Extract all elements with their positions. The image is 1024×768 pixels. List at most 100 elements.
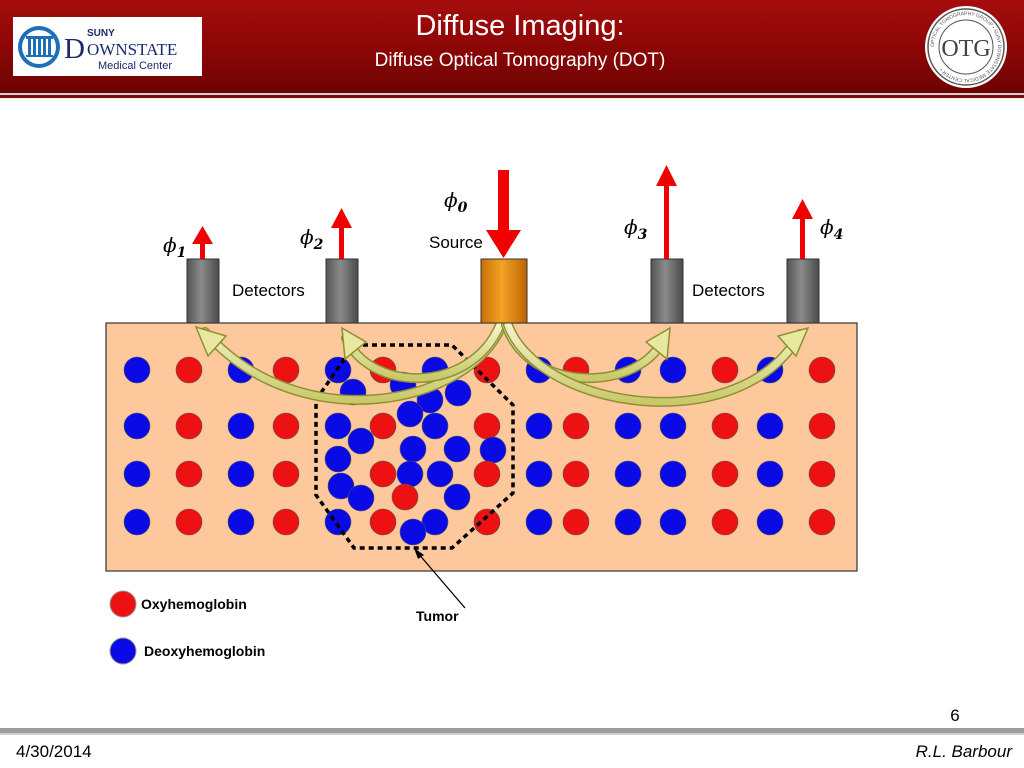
svg-text:SUNY: SUNY — [87, 28, 115, 39]
detector-4 — [786, 258, 820, 324]
path-head-detector-4 — [776, 326, 810, 358]
deoxyhemoglobin-dot — [426, 460, 454, 488]
suny-logo-mark: SUNY D OWNSTATE Medical Center — [18, 26, 177, 72]
deoxyhemoglobin-dot — [227, 460, 255, 488]
path-head-detector-1 — [194, 325, 228, 358]
deoxyhemoglobin-dot — [614, 412, 642, 440]
svg-text:Medical Center: Medical Center — [98, 60, 172, 72]
tumor-label: Tumor — [416, 608, 459, 624]
oxyhemoglobin-dot — [272, 460, 300, 488]
oxyhemoglobin-dot — [473, 460, 501, 488]
source-label: Source — [429, 233, 483, 252]
detectors-label-left: Detectors — [232, 281, 305, 300]
oxyhemoglobin-dot — [369, 460, 397, 488]
phi-4-label: ϕ4 — [820, 215, 843, 243]
otg-logo: OPTICAL TOMOGRAPHY GROUP • SUNY DOWNSTAT… — [924, 5, 1008, 89]
deoxyhemoglobin-dot — [659, 356, 687, 384]
deoxyhemoglobin-dot — [227, 412, 255, 440]
oxyhemoglobin-dot — [175, 460, 203, 488]
deoxyhemoglobin-dot — [756, 508, 784, 536]
tumor-pointer — [416, 551, 466, 609]
deoxyhemoglobin-dot — [324, 445, 352, 473]
detector-arrow-2 — [331, 208, 352, 259]
hemoglobin-molecules — [123, 356, 836, 546]
light-paths — [194, 320, 810, 407]
deoxyhemoglobin-dot — [123, 460, 151, 488]
detectors-label-right: Detectors — [692, 281, 765, 300]
oxyhemoglobin-dot — [473, 356, 501, 384]
deoxyhemoglobin-dot — [659, 412, 687, 440]
path-head-detector-2 — [341, 326, 368, 361]
phi-2-label: ϕ2 — [300, 225, 324, 253]
oxyhemoglobin-dot — [272, 412, 300, 440]
deoxyhemoglobin-dot — [227, 508, 255, 536]
detector-arrow-4 — [792, 199, 813, 259]
svg-text:OWNSTATE: OWNSTATE — [87, 40, 177, 59]
detector-arrow-1 — [192, 226, 213, 259]
oxyhemoglobin-dot — [473, 508, 501, 536]
deoxyhemoglobin-dot — [123, 356, 151, 384]
deoxyhemoglobin-dot — [659, 460, 687, 488]
tumor-pointer-head — [414, 548, 424, 559]
deoxyhemoglobin-dot — [525, 412, 553, 440]
deoxyhemoglobin-dot — [347, 484, 375, 512]
deoxyhemoglobin-dot — [399, 435, 427, 463]
footer-divider-light — [0, 733, 1024, 735]
deoxyhemoglobin-dot — [756, 412, 784, 440]
deoxyhemoglobin-dot — [123, 412, 151, 440]
deoxyhemoglobin-dot — [421, 412, 449, 440]
deoxyhemoglobin-dot — [123, 508, 151, 536]
phi-0-label: ϕ0 — [444, 188, 468, 216]
oxyhemoglobin-dot — [562, 412, 590, 440]
oxyhemoglobin-dot — [711, 460, 739, 488]
light-source — [480, 258, 528, 324]
deoxyhemoglobin-dot — [324, 412, 352, 440]
deoxyhemoglobin-dot — [525, 508, 553, 536]
slide-date: 4/30/2014 — [16, 742, 92, 761]
source-arrow — [486, 170, 521, 258]
deoxyhemoglobin-dot — [324, 508, 352, 536]
deoxyhemoglobin-dot — [614, 508, 642, 536]
oxyhemoglobin-dot — [562, 508, 590, 536]
slide-author: R.L. Barbour — [915, 742, 1012, 761]
oxyhemoglobin-dot — [175, 508, 203, 536]
legend-oxy-swatch — [109, 590, 137, 618]
header-divider-dark — [0, 95, 1024, 98]
oxyhemoglobin-dot — [562, 460, 590, 488]
detector-3 — [650, 258, 684, 324]
footer-divider — [0, 728, 1024, 733]
oxyhemoglobin-dot — [369, 412, 397, 440]
deoxyhemoglobin-dot — [479, 436, 507, 464]
oxyhemoglobin-dot — [369, 508, 397, 536]
oxyhemoglobin-dot — [808, 508, 836, 536]
deoxyhemoglobin-dot — [347, 427, 375, 455]
oxyhemoglobin-dot — [175, 412, 203, 440]
legend-deoxy-label: Deoxyhemoglobin — [144, 643, 265, 659]
path-head-detector-3 — [644, 326, 671, 361]
oxyhemoglobin-dot — [711, 412, 739, 440]
oxyhemoglobin-dot — [808, 356, 836, 384]
deoxyhemoglobin-dot — [396, 460, 424, 488]
oxyhemoglobin-dot — [391, 483, 419, 511]
oxyhemoglobin-dot — [473, 412, 501, 440]
deoxyhemoglobin-dot — [756, 460, 784, 488]
slide-title: Diffuse Imaging: — [415, 10, 625, 42]
svg-text:D: D — [64, 33, 85, 65]
deoxyhemoglobin-dot — [444, 379, 472, 407]
dot-diagram: ϕ1 ϕ2 ϕ0 ϕ3 ϕ4 Source Detectors Detector… — [105, 165, 858, 665]
suny-downstate-logo: SUNY D OWNSTATE Medical Center — [13, 17, 202, 76]
detector-arrow-3 — [656, 165, 677, 259]
deoxyhemoglobin-dot — [421, 508, 449, 536]
deoxyhemoglobin-dot — [443, 435, 471, 463]
deoxyhemoglobin-dot — [525, 460, 553, 488]
page-number: 6 — [950, 706, 960, 725]
deoxyhemoglobin-dot — [443, 483, 471, 511]
oxyhemoglobin-dot — [808, 460, 836, 488]
deoxyhemoglobin-dot — [659, 508, 687, 536]
slide-subtitle: Diffuse Optical Tomography (DOT) — [374, 50, 666, 71]
oxyhemoglobin-dot — [272, 508, 300, 536]
deoxyhemoglobin-dot — [327, 472, 355, 500]
phi-3-label: ϕ3 — [624, 215, 648, 243]
oxyhemoglobin-dot — [711, 508, 739, 536]
deoxyhemoglobin-dot — [396, 400, 424, 428]
